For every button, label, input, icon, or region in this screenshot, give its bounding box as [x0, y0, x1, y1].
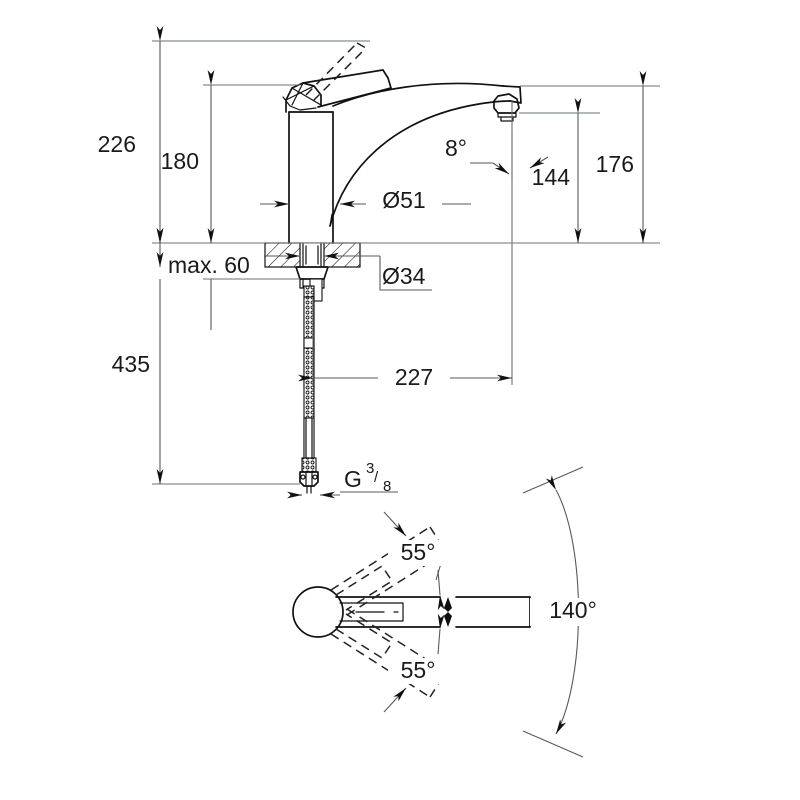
top-view-break-symbol — [444, 597, 452, 627]
dim-swivel-total-140: 140° — [522, 466, 616, 758]
dim-label-176: 176 — [596, 151, 634, 177]
dim-swivel-upper-55: 55° — [383, 511, 450, 611]
lever-handle-raised-phantom — [305, 42, 367, 102]
dim-label-8deg: 8° — [445, 135, 467, 161]
dim-outlet-height-144: 144 — [532, 98, 582, 243]
dim-label-144: 144 — [532, 164, 571, 190]
dim-spout-top-176: 176 — [596, 71, 647, 243]
dim-projection-227: 227 — [298, 130, 513, 390]
dim-label-55-lower: 55° — [401, 657, 436, 683]
dim-label-max-60: max. 60 — [168, 252, 250, 278]
dim-body-height-180: 180 — [161, 70, 215, 243]
spout-arm — [329, 82, 522, 227]
faucet-body — [288, 111, 334, 244]
dim-label-d34: Ø34 — [382, 263, 426, 289]
thread-label-slash: / — [374, 469, 379, 486]
top-view-spout-center — [335, 596, 531, 628]
dim-counter-thickness-60: max. 60 — [156, 228, 250, 278]
top-view-body-circle — [292, 586, 344, 638]
thread-label-denominator: 8 — [383, 478, 391, 495]
dim-label-227: 227 — [395, 364, 433, 390]
dim-tail-diameter-34: Ø34 — [264, 252, 432, 291]
dim-label-140: 140° — [549, 597, 597, 623]
side-view-dimensions: 226 180 max. 60 435 — [98, 26, 660, 499]
dim-outlet-angle-8: 8° — [445, 100, 549, 180]
dim-total-length-435: 435 — [112, 279, 212, 484]
top-view-dimensions: 55° 55° 140° — [383, 466, 616, 758]
thread-label-numerator: 3 — [366, 460, 374, 477]
hose-connector-nut — [299, 471, 319, 494]
dim-label-180: 180 — [161, 148, 199, 174]
dim-label-55-upper: 55° — [401, 539, 436, 565]
dim-body-diameter-51: Ø51 — [260, 187, 471, 216]
dim-label-435: 435 — [112, 351, 150, 377]
worktop-cross-section — [264, 242, 361, 268]
supply-hoses — [301, 285, 317, 473]
faucet-side-view — [264, 42, 522, 494]
dim-label-226: 226 — [98, 131, 136, 157]
dim-overall-height-226: 226 — [98, 26, 164, 243]
dim-swivel-lower-55: 55° — [383, 613, 450, 713]
spout-outlet — [493, 93, 520, 122]
thread-callout-g38: G 3 / 8 — [287, 460, 398, 499]
thread-label-g: G — [344, 466, 362, 492]
dim-label-d51: Ø51 — [382, 187, 425, 213]
